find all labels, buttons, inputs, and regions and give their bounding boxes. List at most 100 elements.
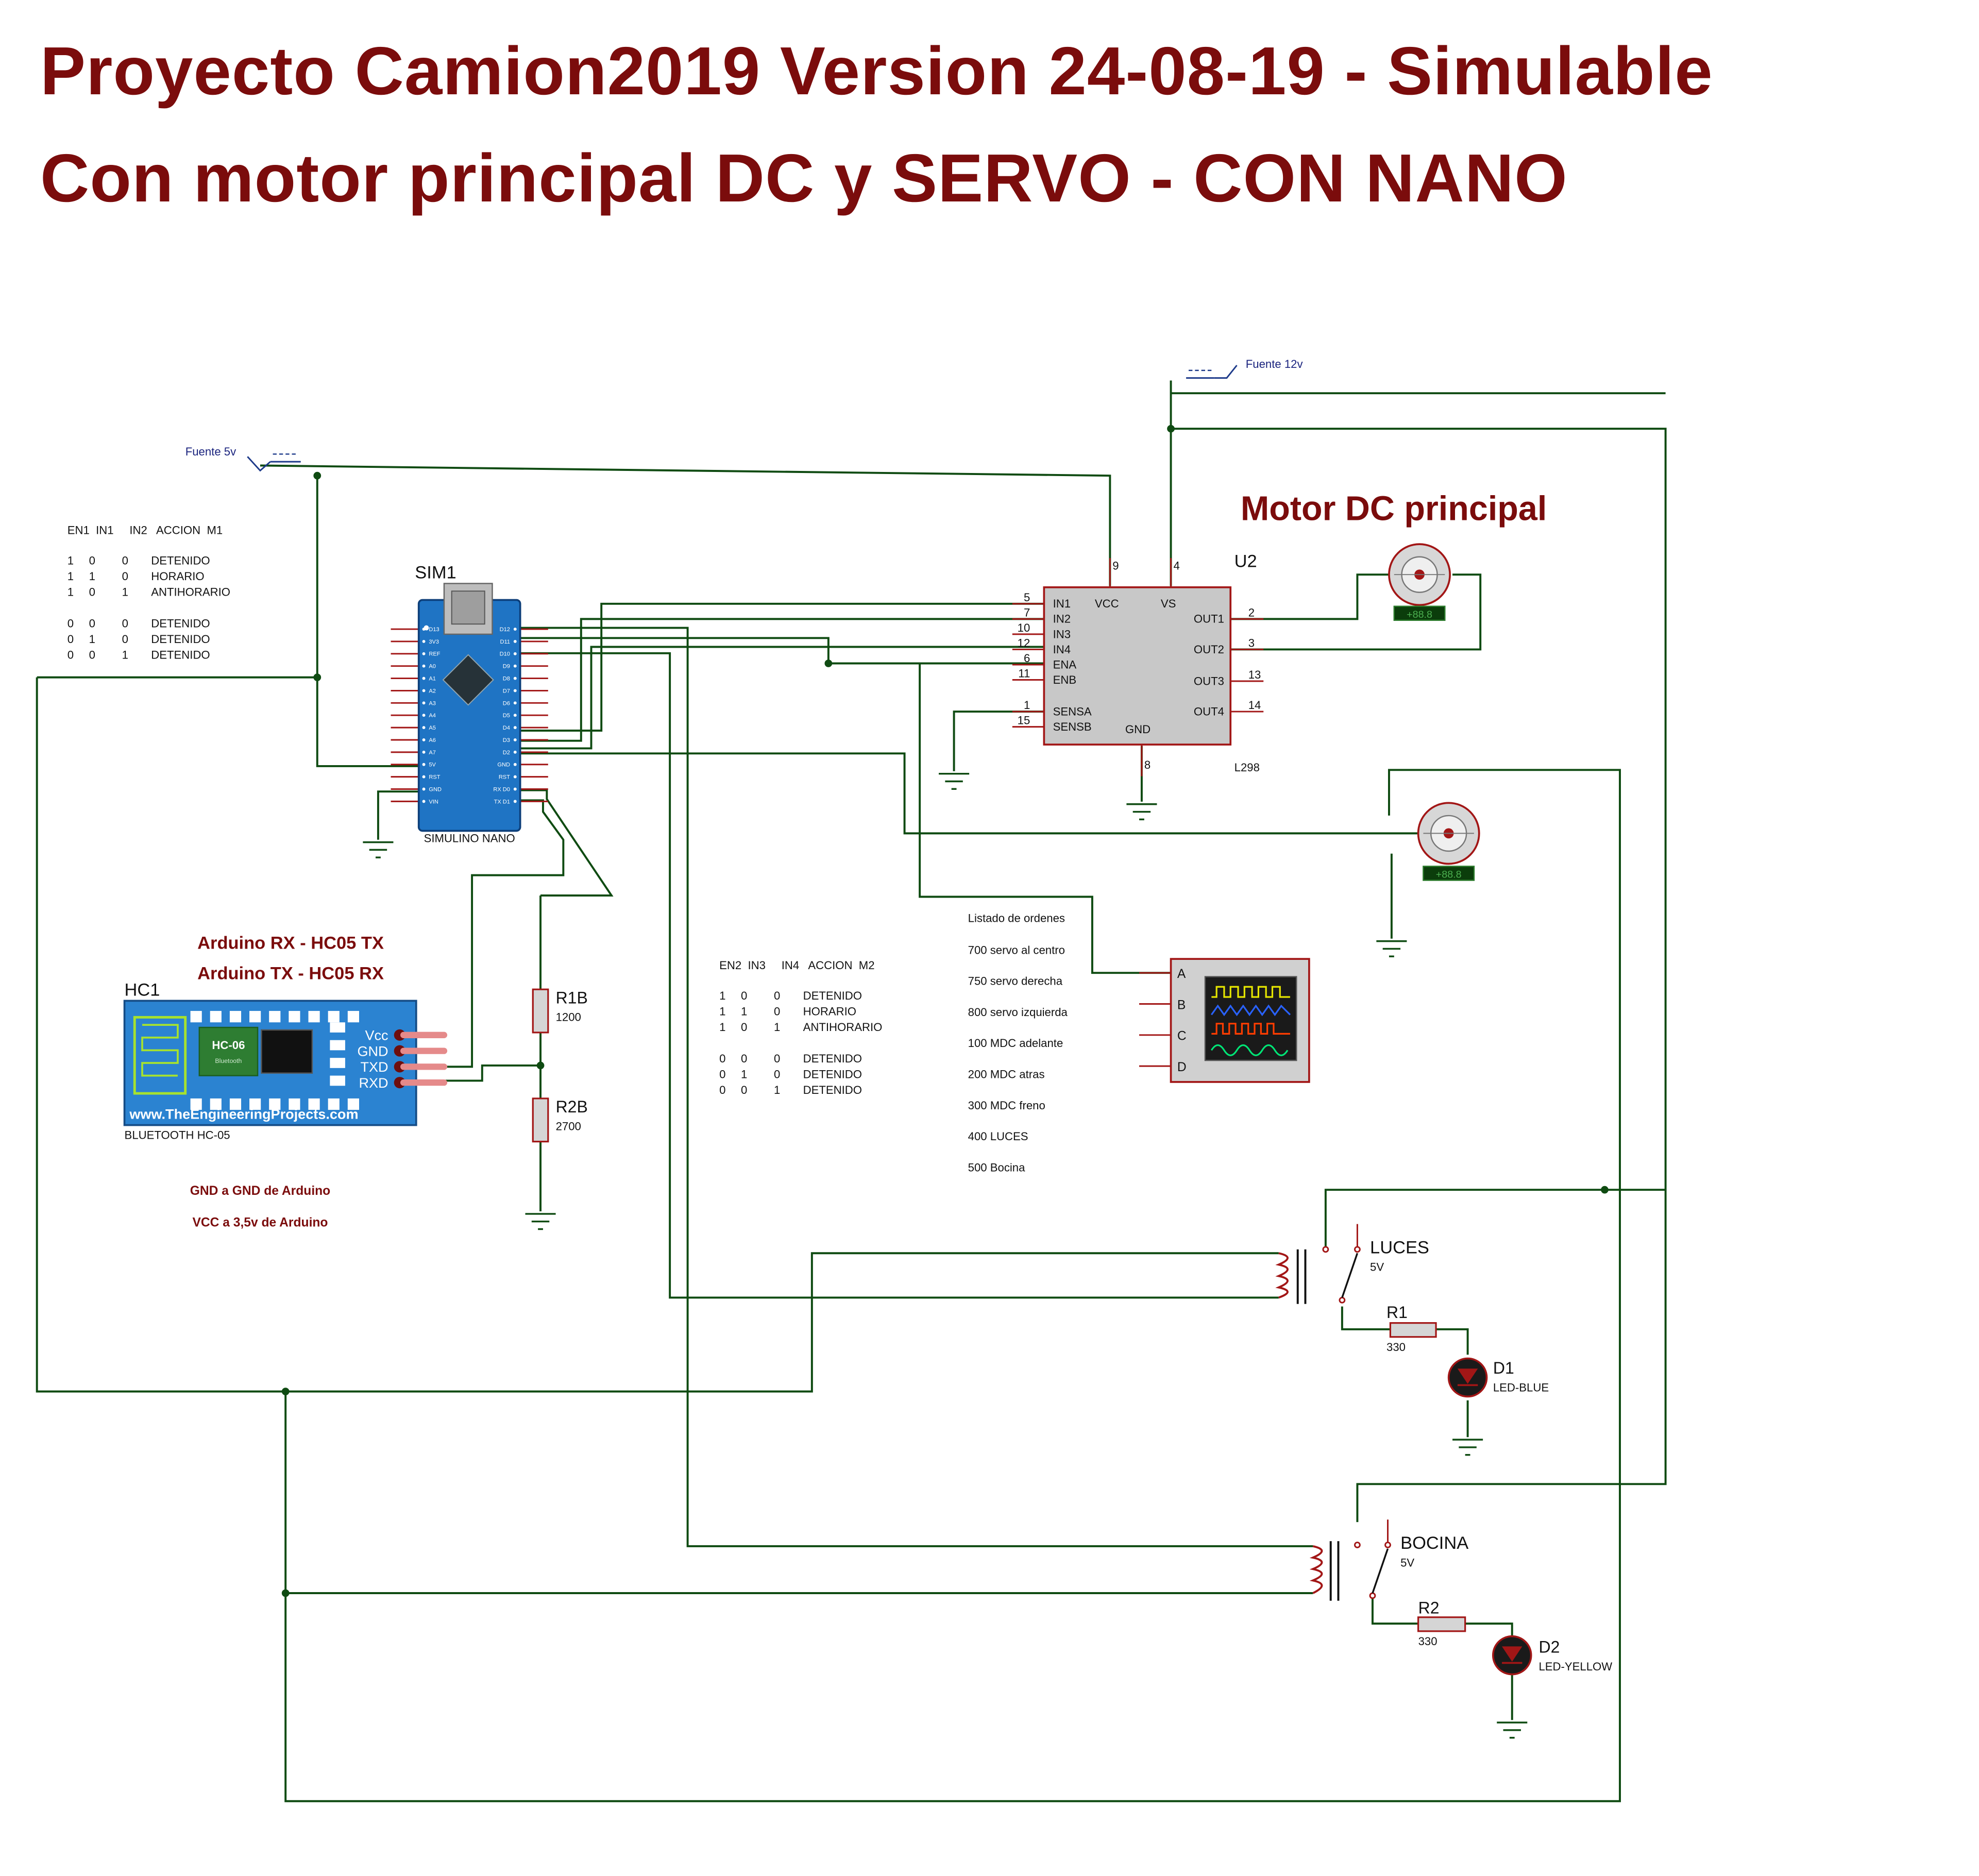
hc-pin-label: Vcc — [365, 1027, 388, 1043]
fuente-5v-symbol: Fuente 5v — [185, 445, 301, 472]
ground-icon — [1376, 940, 1407, 957]
nano-pin-dot — [513, 639, 517, 643]
table_m1-cell: DETENIDO — [151, 617, 210, 630]
u2-pin-number: 13 — [1248, 668, 1261, 681]
table_m2-cell: 0 — [719, 1068, 725, 1081]
scope-channel-label: C — [1177, 1029, 1187, 1043]
nano-pin-label: D9 — [503, 664, 510, 670]
resistor-r2[interactable]: R2 330 — [1417, 1598, 1466, 1648]
relay-luces[interactable]: LUCES 5V — [1275, 1224, 1429, 1304]
u2-pin-number: 8 — [1144, 758, 1151, 771]
table_m2-cell: 1 — [774, 1084, 780, 1096]
order-item: 700 servo al centro — [968, 943, 1065, 956]
u2-pin-label: IN3 — [1053, 628, 1071, 640]
nano-pin-label: REF — [429, 651, 440, 657]
u2-pin-label: SENSA — [1053, 705, 1092, 718]
u2-pin-number: 14 — [1248, 699, 1261, 712]
u2-pin-number: 7 — [1024, 606, 1030, 619]
r2b-value: 2700 — [556, 1120, 581, 1133]
hc1-name: BLUETOOTH HC-05 — [125, 1129, 230, 1142]
resistor-r1[interactable]: R1 330 — [1386, 1303, 1437, 1354]
nano-pin-label: RST — [429, 774, 440, 781]
nano-pin-label: D5 — [503, 713, 510, 719]
table_m1-cell: 0 — [122, 617, 128, 630]
hc-pad — [308, 1098, 320, 1110]
orders-list: Listado de ordenes 700 servo al centro75… — [968, 912, 1068, 1174]
resistor-r1b[interactable]: R1B 1200 — [532, 988, 588, 1034]
nano-pin-dot — [513, 664, 517, 668]
order-item: 200 MDC atras — [968, 1068, 1045, 1081]
table_m1-cell: 1 — [67, 554, 74, 567]
order-item: 750 servo derecha — [968, 975, 1063, 988]
table_m2-cell: 1 — [741, 1068, 747, 1081]
u2-pin-number: 1 — [1024, 699, 1030, 712]
u2-pin-label: IN1 — [1053, 597, 1071, 610]
motor-dc-icon[interactable]: +88.8 — [1388, 543, 1451, 621]
hc-pin-label: TXD — [360, 1059, 388, 1075]
nano-pin-dot — [513, 800, 517, 803]
u2-pin-label: ENA — [1053, 658, 1077, 671]
r1b-ref: R1B — [556, 988, 588, 1007]
r1-value: 330 — [1386, 1341, 1406, 1354]
nano-pin-label: A7 — [429, 750, 436, 756]
u2-pin-number: 15 — [1018, 714, 1030, 727]
nano-pin-label: RX D0 — [493, 786, 510, 792]
table_m2-cell: 0 — [741, 1052, 747, 1065]
nano-pin-label: A0 — [429, 664, 436, 670]
ground-icon — [1497, 1721, 1528, 1739]
u2-pin-label: IN2 — [1053, 613, 1071, 626]
table_m2-cell: DETENIDO — [803, 1052, 862, 1065]
u2-part: L298 — [1234, 761, 1260, 774]
table_m2-cell: ANTIHORARIO — [803, 1021, 883, 1034]
table_m1-cell: 0 — [89, 554, 95, 567]
table_m1-cell: 0 — [122, 633, 128, 646]
nano-pin-label: A2 — [429, 688, 436, 694]
hc1-ref: HC1 — [125, 981, 160, 1000]
nano-pin-dot — [422, 714, 426, 717]
relay-bocina[interactable]: BOCINA 5V — [1309, 1519, 1468, 1601]
d1-type: LED-BLUE — [1493, 1381, 1549, 1394]
nano-pin-dot — [513, 763, 517, 766]
title-line-2: Con motor principal DC y SERVO - CON NAN… — [40, 140, 1568, 216]
servo-motor-icon[interactable]: +88.8 — [1417, 802, 1480, 881]
table_m1-cell: 0 — [89, 649, 95, 662]
arduino-nano-sim1[interactable]: SIM1 D133V3REFA0A1A2A3A4A5A6A75VRSTGNDVI… — [391, 563, 548, 845]
nano-pin-label: TX D1 — [494, 799, 510, 805]
table_m1-cell: 0 — [122, 570, 128, 583]
motor-title: Motor DC principal — [1241, 489, 1547, 528]
hc-pad — [328, 1098, 340, 1110]
table_m2-cell: HORARIO — [803, 1005, 856, 1018]
nano-pin-dot — [422, 775, 426, 779]
scope-channel-label: A — [1177, 967, 1186, 981]
d2-type: LED-YELLOW — [1538, 1660, 1612, 1673]
hc-pad — [347, 1011, 359, 1023]
u2-pin-number: 2 — [1248, 606, 1255, 619]
hc-pad — [190, 1011, 202, 1023]
led-d1-blue[interactable]: D1 LED-BLUE — [1447, 1357, 1549, 1398]
u2-pin-label: IN4 — [1053, 643, 1071, 656]
resistor-r2b[interactable]: R2B 2700 — [532, 1097, 588, 1143]
nano-pin-dot — [422, 787, 426, 791]
relay-bocina-name: BOCINA — [1400, 1533, 1468, 1553]
nano-pin-label: A3 — [429, 700, 436, 706]
nano-pin-label: A4 — [429, 713, 436, 719]
hc-pad — [210, 1098, 222, 1110]
table_m2-cell: 0 — [774, 989, 780, 1002]
note-gnd: GND a GND de Arduino — [190, 1184, 331, 1198]
motor-display: +88.8 — [1407, 609, 1432, 620]
table_m1-cell: 1 — [122, 586, 128, 599]
u2-pin-label: OUT3 — [1194, 674, 1224, 687]
nano-pin-dot — [422, 652, 426, 655]
led-d2-yellow[interactable]: D2 LED-YELLOW — [1492, 1635, 1612, 1676]
nano-pin-dot — [422, 750, 426, 754]
table_m2-cell: 0 — [741, 1021, 747, 1034]
table_m1-cell: 0 — [67, 633, 74, 646]
u2-pin-number: 10 — [1018, 621, 1030, 634]
title-line-1: Proyecto Camion2019 Version 24-08-19 - S… — [40, 33, 1713, 109]
nano-pin-label: A5 — [429, 725, 436, 731]
table_m1-cell: ANTIHORARIO — [151, 586, 230, 599]
